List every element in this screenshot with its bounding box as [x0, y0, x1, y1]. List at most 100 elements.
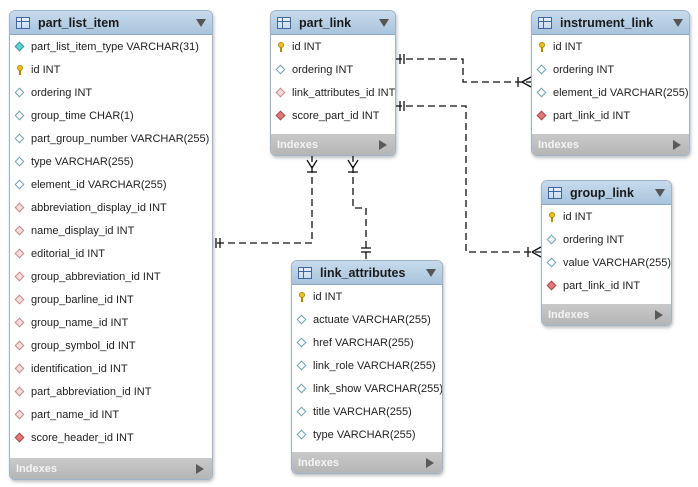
column-row[interactable]: title VARCHAR(255) — [292, 400, 442, 423]
column-row[interactable]: link_attributes_id INT — [271, 81, 395, 104]
indexes-label: Indexes — [548, 308, 589, 321]
foreign-key-nullable-icon — [15, 410, 25, 420]
column-row[interactable]: group_barline_id INT — [10, 288, 212, 311]
column-label: group_abbreviation_id INT — [31, 270, 161, 283]
column-row[interactable]: id INT — [292, 285, 442, 308]
column-label: id INT — [31, 63, 61, 76]
foreign-key-icon — [15, 433, 25, 443]
table-header[interactable]: link_attributes — [292, 261, 442, 285]
column-row[interactable]: identification_id INT — [10, 357, 212, 380]
indexes-footer[interactable]: Indexes — [532, 134, 689, 155]
foreign-key-nullable-icon — [15, 295, 25, 305]
column-row[interactable]: type VARCHAR(255) — [10, 150, 212, 173]
relationship-line-part-link-instrument-link[interactable] — [395, 58, 531, 83]
column-label: score_header_id INT — [31, 431, 134, 444]
column-row[interactable]: href VARCHAR(255) — [292, 331, 442, 354]
column-row[interactable]: ordering INT — [10, 81, 212, 104]
collapse-arrow-icon[interactable] — [379, 18, 389, 27]
column-row[interactable]: group_abbreviation_id INT — [10, 265, 212, 288]
column-row[interactable]: abbreviation_display_id INT — [10, 196, 212, 219]
column-row[interactable]: id INT — [271, 35, 395, 58]
column-icon — [297, 361, 307, 371]
table-header[interactable]: part_list_item — [10, 11, 212, 35]
primary-key-icon — [297, 291, 307, 302]
column-row[interactable]: ordering INT — [542, 228, 671, 251]
column-row[interactable]: link_role VARCHAR(255) — [292, 354, 442, 377]
indexes-footer[interactable]: Indexes — [10, 458, 212, 479]
column-row[interactable]: link_show VARCHAR(255) — [292, 377, 442, 400]
table-part-list-item[interactable]: part_list_item part_list_item_type VARCH… — [9, 10, 213, 480]
relationship-line-part-link-link-attributes[interactable] — [352, 155, 367, 259]
column-row[interactable]: part_name_id INT — [10, 403, 212, 426]
table-title: instrument_link — [560, 15, 654, 30]
column-row[interactable]: id INT — [10, 58, 212, 81]
column-icon — [15, 157, 25, 167]
column-row[interactable]: group_time CHAR(1) — [10, 104, 212, 127]
column-icon — [547, 235, 557, 245]
collapse-arrow-icon[interactable] — [673, 18, 683, 27]
expand-arrow-icon[interactable] — [426, 457, 434, 468]
indexes-footer[interactable]: Indexes — [542, 304, 671, 325]
primary-key-icon — [537, 41, 547, 52]
column-icon — [537, 88, 547, 98]
crowfoot-mark — [347, 159, 354, 169]
column-row[interactable]: group_name_id INT — [10, 311, 212, 334]
table-header[interactable]: part_link — [271, 11, 395, 35]
foreign-key-nullable-icon — [276, 88, 286, 98]
column-row[interactable]: ordering INT — [532, 58, 689, 81]
column-label: type VARCHAR(255) — [313, 428, 416, 441]
column-row[interactable]: element_id VARCHAR(255) — [532, 81, 689, 104]
expand-arrow-icon[interactable] — [655, 309, 663, 320]
column-label: abbreviation_display_id INT — [31, 201, 167, 214]
column-row[interactable]: value VARCHAR(255) — [542, 251, 671, 274]
table-header[interactable]: group_link — [542, 181, 671, 205]
column-icon — [15, 134, 25, 144]
column-row[interactable]: actuate VARCHAR(255) — [292, 308, 442, 331]
relationship-line-part-link-group-link[interactable] — [395, 105, 541, 253]
column-icon — [537, 65, 547, 75]
collapse-arrow-icon[interactable] — [196, 18, 206, 27]
column-label: group_name_id INT — [31, 316, 129, 329]
column-row[interactable]: part_link_id INT — [532, 104, 689, 127]
column-row[interactable]: ordering INT — [271, 58, 395, 81]
column-row[interactable]: part_group_number VARCHAR(255) — [10, 127, 212, 150]
column-label: element_id VARCHAR(255) — [553, 86, 689, 99]
expand-arrow-icon[interactable] — [196, 463, 204, 474]
column-label: ordering INT — [31, 86, 93, 99]
column-row[interactable]: score_part_id INT — [271, 104, 395, 127]
expand-arrow-icon[interactable] — [673, 139, 681, 150]
relationship-line-part-link-part-list-item[interactable] — [212, 155, 313, 244]
indexes-label: Indexes — [277, 138, 318, 151]
column-row[interactable]: part_list_item_type VARCHAR(31) — [10, 35, 212, 58]
column-row[interactable]: id INT — [542, 205, 671, 228]
column-label: name_display_id INT — [31, 224, 135, 237]
column-row[interactable]: part_abbreviation_id INT — [10, 380, 212, 403]
collapse-arrow-icon[interactable] — [426, 268, 436, 277]
indexes-footer[interactable]: Indexes — [292, 452, 442, 473]
column-row[interactable]: group_symbol_id INT — [10, 334, 212, 357]
expand-arrow-icon[interactable] — [379, 139, 387, 150]
column-label: part_abbreviation_id INT — [31, 385, 152, 398]
indexes-footer[interactable]: Indexes — [271, 134, 395, 155]
column-row[interactable]: id INT — [532, 35, 689, 58]
foreign-key-nullable-icon — [15, 272, 25, 282]
column-row[interactable]: element_id VARCHAR(255) — [10, 173, 212, 196]
table-header[interactable]: instrument_link — [532, 11, 689, 35]
column-label: title VARCHAR(255) — [313, 405, 412, 418]
foreign-key-icon — [537, 111, 547, 121]
collapse-arrow-icon[interactable] — [655, 188, 665, 197]
crowfoot-mark — [311, 159, 318, 169]
column-row[interactable]: part_link_id INT — [542, 274, 671, 297]
column-row[interactable]: type VARCHAR(255) — [292, 423, 442, 446]
column-row[interactable]: editorial_id INT — [10, 242, 212, 265]
column-label: part_link_id INT — [553, 109, 631, 122]
table-title: group_link — [570, 185, 634, 200]
column-row[interactable]: score_header_id INT — [10, 426, 212, 449]
column-row[interactable]: name_display_id INT — [10, 219, 212, 242]
